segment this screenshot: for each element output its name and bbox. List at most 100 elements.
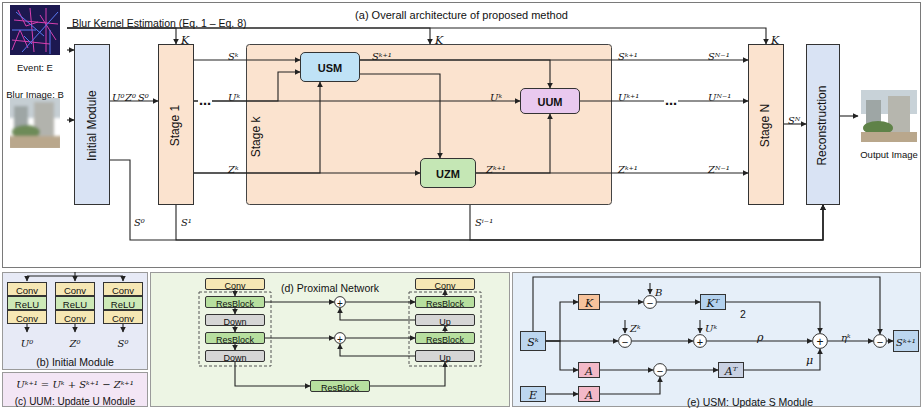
text-slot: USM xyxy=(318,59,342,75)
text-slot: − xyxy=(647,294,653,310)
label-slot: B xyxy=(655,282,662,300)
initial-module-box: Initial Module xyxy=(74,44,110,205)
signal-label: K xyxy=(771,34,779,47)
text-slot: Down xyxy=(223,348,246,364)
upsample-layer: Up xyxy=(415,350,475,362)
initial-module-panel-ground xyxy=(3,273,148,370)
text-slot: Stage k xyxy=(248,87,266,187)
update-s-panel: SᵏK−Kᵀ−++−Sᵏ⁺¹A−AᵀEA(e) USM: Update S Mo… xyxy=(512,272,921,407)
text-slot: − xyxy=(622,333,628,349)
flow-arrow xyxy=(546,341,578,370)
flow-arrow xyxy=(67,49,74,50)
text-slot: K xyxy=(585,294,593,310)
text-slot: A xyxy=(585,386,593,402)
stage-box: Stage 1 xyxy=(158,44,194,205)
text-slot: (c) UUM: Update U Module xyxy=(2,391,148,409)
text-slot: Stage N xyxy=(744,116,787,132)
text-slot: A xyxy=(585,362,593,378)
label-slot: ρ xyxy=(757,327,763,345)
signal-label: Sᵏ⁺¹ xyxy=(618,51,638,62)
downsample-layer: Down xyxy=(205,314,265,326)
label-slot: ⋯ xyxy=(198,94,212,112)
flow-arrow xyxy=(67,28,430,44)
blur-picture xyxy=(10,98,60,148)
text-slot: Up xyxy=(439,312,451,328)
box-label: Stage N xyxy=(759,104,772,147)
flow-arrow xyxy=(176,205,823,240)
operator-circle: + xyxy=(334,332,346,344)
text-slot: Event: E xyxy=(3,57,67,75)
conv-layer: Conv xyxy=(7,310,47,324)
flow-arrow xyxy=(346,337,415,338)
proximal-network-panel-ground xyxy=(151,273,510,407)
label-slot: ⋯ xyxy=(664,94,678,112)
signal-label: U⁰ xyxy=(112,92,124,103)
label-slot: Z⁰ xyxy=(125,87,136,105)
label-slot: 2 xyxy=(740,304,746,322)
label-slot: ηᵏ xyxy=(841,327,851,345)
panel-heading: Event: E xyxy=(17,63,53,74)
box-label: + xyxy=(337,334,343,345)
resblock-layer: ResBlock xyxy=(310,380,370,392)
proximal-network-panel: ConvResBlockDownResBlockDownResBlockUpRe… xyxy=(150,272,510,407)
signal-label: U⁰ xyxy=(21,338,33,349)
event-picture xyxy=(10,5,60,55)
signal-label: Uᵏ xyxy=(705,323,717,334)
relu-layer: ReLU xyxy=(7,296,47,310)
flow-arrow xyxy=(67,28,766,44)
label-slot: K xyxy=(771,30,779,48)
operator-box: K xyxy=(578,294,600,310)
operator-circle: + xyxy=(334,296,346,308)
box-label: Aᵀ xyxy=(725,366,738,378)
label-slot: Zᵏ xyxy=(630,318,641,336)
text-slot: ReLU xyxy=(63,295,87,311)
flow-arrow xyxy=(370,362,445,386)
ground xyxy=(861,132,917,142)
flow-arrow xyxy=(546,302,578,341)
text-slot: − xyxy=(877,333,883,349)
conv-layer: Conv xyxy=(205,278,265,290)
box-label: + xyxy=(816,336,823,349)
relu-layer: ReLU xyxy=(103,296,143,310)
variable-box: E xyxy=(520,386,546,402)
signal-label: K xyxy=(435,34,443,47)
resblock-layer: ResBlock xyxy=(205,332,265,344)
text-slot: + xyxy=(697,333,703,349)
flow-arrow xyxy=(265,301,334,302)
box-label: Conv xyxy=(16,286,38,296)
text-slot: Aᵀ xyxy=(725,362,738,378)
input-arrow xyxy=(624,320,625,333)
text-slot: Conv xyxy=(16,309,38,325)
text-slot: Conv xyxy=(16,281,38,297)
signal-label: Uᵏ xyxy=(490,92,502,103)
panel-heading: Output Image xyxy=(860,150,918,161)
split-arrow xyxy=(122,276,123,281)
flow-arrow xyxy=(340,308,415,320)
flow-arrow xyxy=(235,362,310,386)
output-arrow xyxy=(26,324,27,332)
text-slot: Conv xyxy=(434,276,455,292)
update-u-module: UUM xyxy=(520,88,580,114)
box-label: + xyxy=(337,298,343,309)
label-slot: S¹ xyxy=(181,212,192,230)
box-label: ResBlock xyxy=(216,300,254,310)
box-label: ResBlock xyxy=(426,336,464,346)
box-label: Conv xyxy=(434,282,455,292)
box-label: ReLU xyxy=(111,300,135,310)
label-slot: U⁰ xyxy=(7,333,47,351)
box-label: − xyxy=(877,336,883,348)
flow-arrow xyxy=(265,337,334,338)
flow-arrow xyxy=(840,115,858,116)
operator-box: Kᵀ xyxy=(700,294,726,310)
panel-heading: (a) Overall architecture of proposed met… xyxy=(355,9,568,22)
box-label: − xyxy=(622,336,628,348)
signal-label: Zᵏ⁺¹ xyxy=(618,164,638,175)
flow-arrow xyxy=(340,344,415,356)
resblock-layer: ResBlock xyxy=(205,296,265,308)
label-slot: S⁰ xyxy=(138,87,149,105)
label-slot: Z⁰ xyxy=(55,333,95,351)
text-slot: ResBlock xyxy=(216,330,254,346)
variable-box: Sᵏ xyxy=(520,331,546,351)
